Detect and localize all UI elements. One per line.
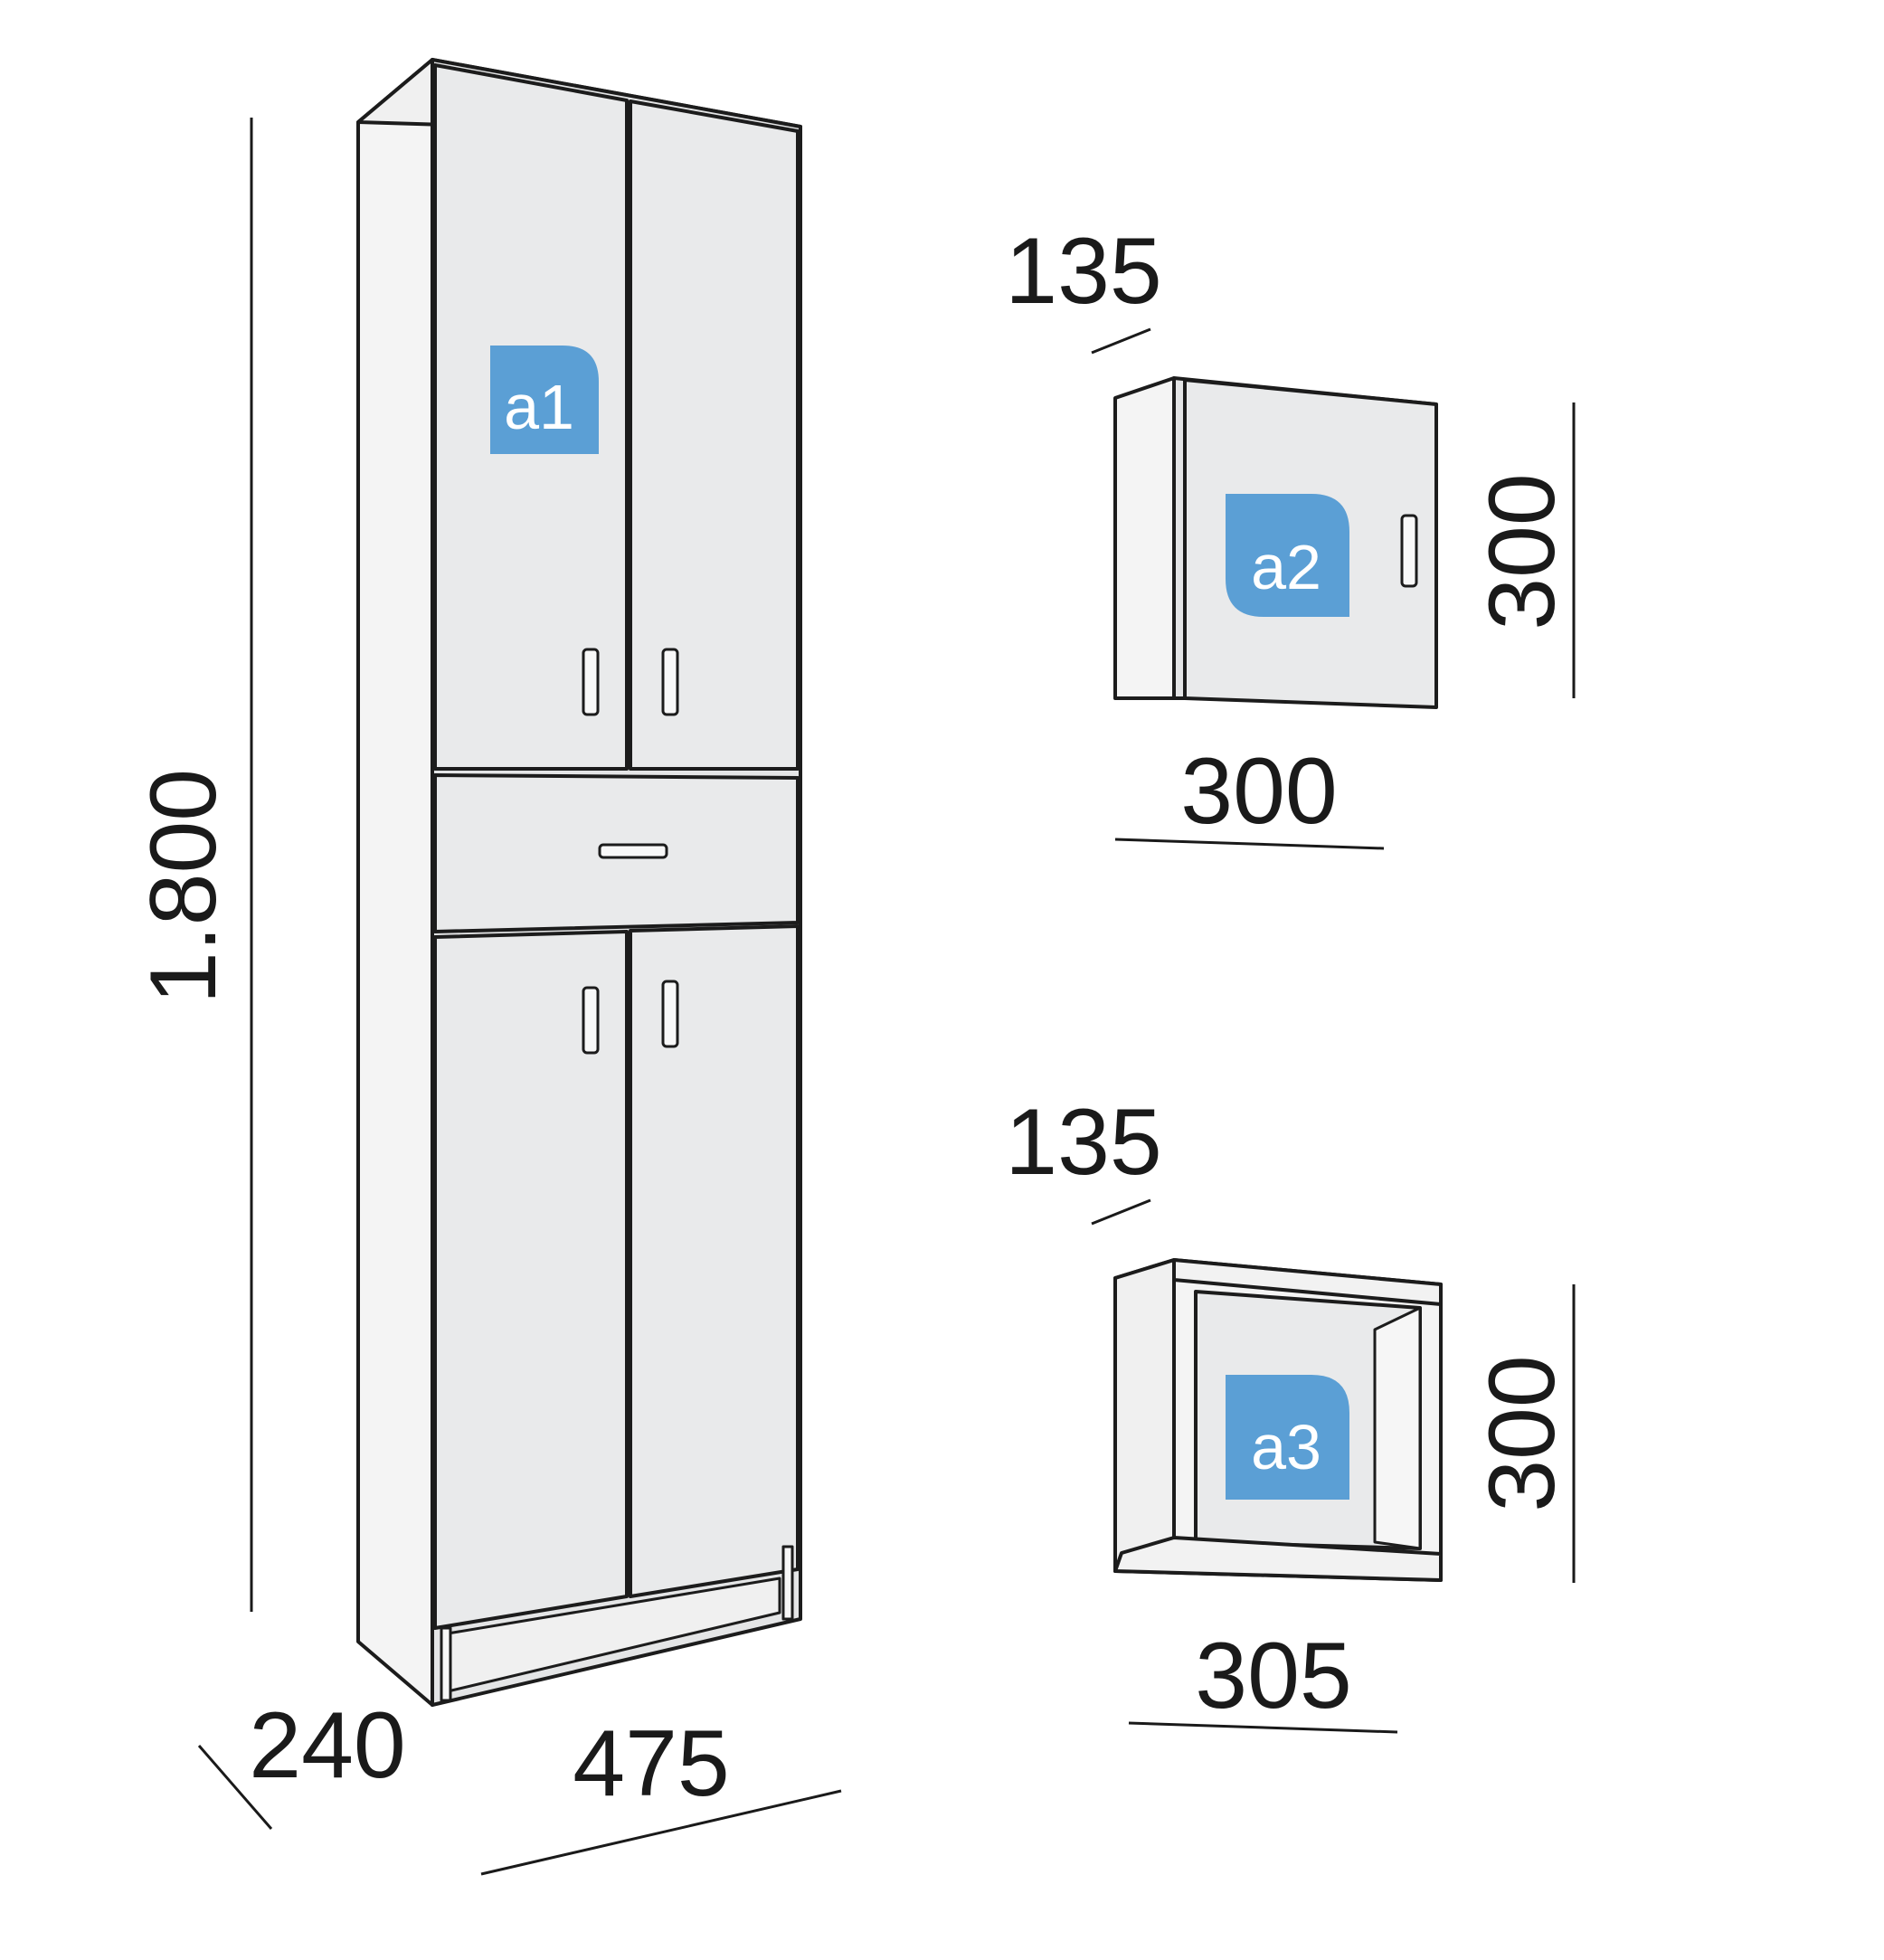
tall-cabinet-depth-line — [197, 1745, 273, 1830]
open-shelf-inner-right — [1373, 1306, 1422, 1550]
wall-cabinet-depth-line — [1091, 327, 1151, 355]
wall-cabinet-depth-label: 135 — [1005, 219, 1162, 324]
wall-cabinet-side-panel — [1113, 376, 1176, 700]
open-shelf-height-label: 300 — [1470, 1355, 1575, 1512]
tall-cabinet-upper-right-handle — [661, 648, 679, 716]
badge-a1-label: a1 — [504, 372, 574, 442]
open-shelf-bottom-board — [1113, 1536, 1443, 1582]
wall-cabinet-handle — [1400, 514, 1418, 588]
badge-a2-label: a2 — [1251, 532, 1321, 602]
badge-a3: a3 — [1226, 1375, 1349, 1500]
wall-cabinet-width-line — [1114, 838, 1385, 850]
tall-cabinet-lower-left-handle — [582, 986, 600, 1055]
tall-cabinet-upper-left-handle — [582, 648, 600, 716]
badge-a2: a2 — [1226, 494, 1349, 617]
tall-cabinet-lower-left-door — [433, 930, 629, 1630]
open-shelf-width-label: 305 — [1195, 1624, 1352, 1728]
wall-cabinet-width-label: 300 — [1180, 739, 1338, 844]
tall-cabinet-right-leg — [781, 1545, 794, 1621]
tall-cabinet-width-label: 475 — [573, 1711, 730, 1816]
tall-cabinet-height-label: 1.800 — [131, 769, 236, 1004]
tall-cabinet — [356, 58, 802, 1707]
wall-cabinet-height-label: 300 — [1470, 473, 1575, 630]
tall-cabinet-upper-right-door — [629, 99, 800, 771]
open-shelf-depth-line — [1091, 1198, 1151, 1226]
tall-cabinet-lower-right-handle — [661, 980, 679, 1048]
tall-cabinet-left-leg — [440, 1626, 452, 1702]
open-shelf-left-board — [1113, 1258, 1176, 1573]
tall-cabinet-width-line — [480, 1789, 842, 1876]
open-shelf-width-line — [1128, 1721, 1398, 1734]
tall-cabinet-depth-label: 240 — [249, 1693, 406, 1798]
badge-a3-label: a3 — [1251, 1412, 1321, 1482]
badge-a1: a1 — [490, 346, 599, 454]
tall-cabinet-lower-right-door — [629, 924, 800, 1598]
open-shelf-depth-label: 135 — [1005, 1090, 1162, 1195]
tall-cabinet-side-panel — [356, 58, 434, 1707]
tall-cabinet-drawer-handle — [598, 843, 668, 859]
